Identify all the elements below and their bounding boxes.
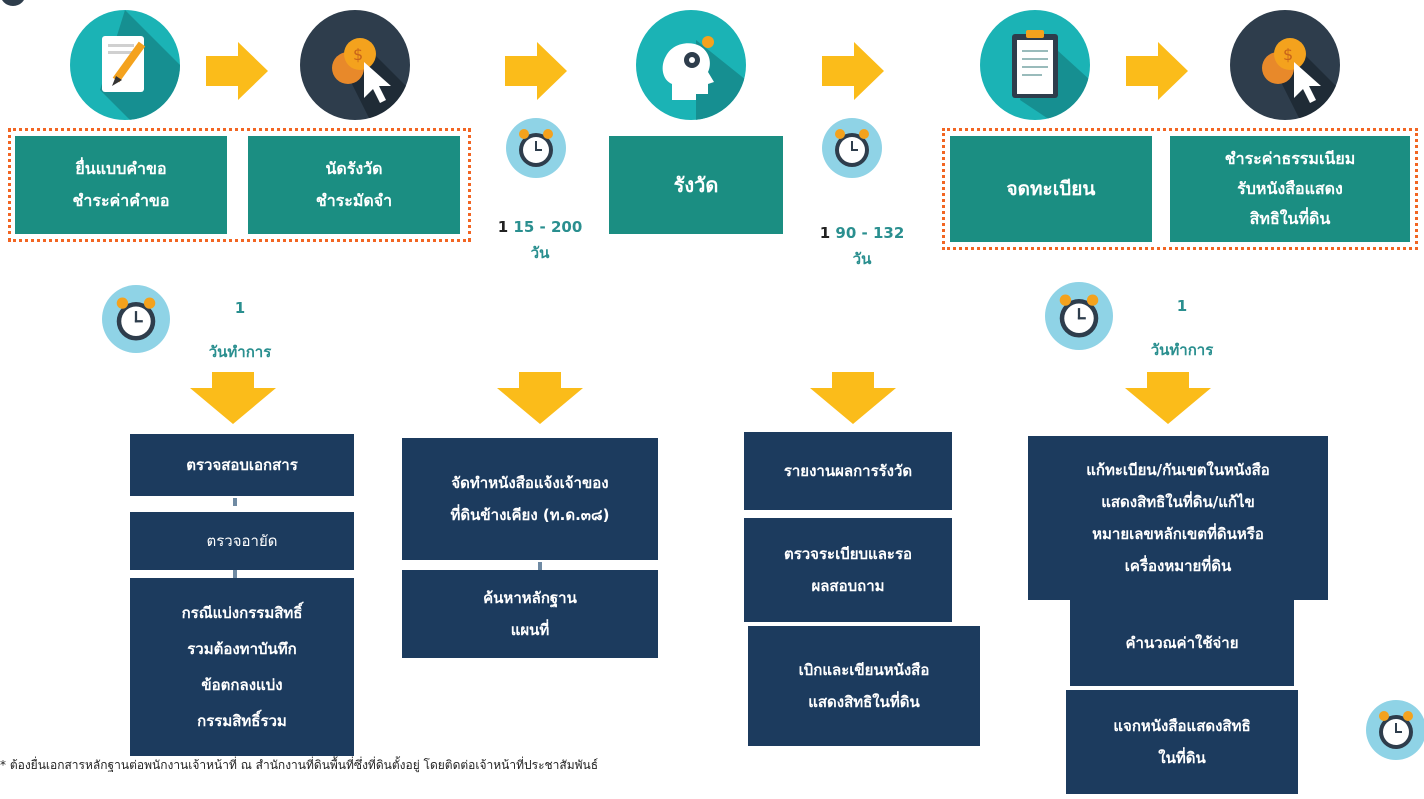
duration-unit: วันทำการ — [1150, 341, 1214, 359]
step-schedule-survey: นัดรังวัด ชำระมัดจำ — [248, 136, 460, 234]
duration-first-steps: 1 วันทำการ — [190, 286, 290, 374]
arrow-down — [190, 372, 276, 428]
duration-register-wait: 1 90 - 132 วัน — [812, 220, 912, 272]
duration-range: 15 - 200 — [513, 218, 583, 236]
step-register: จดทะเบียน — [950, 136, 1152, 242]
connector — [233, 570, 237, 578]
group-frame-left — [8, 128, 471, 242]
clipboard-icon — [980, 10, 1090, 120]
duration-unit: วันทำการ — [208, 343, 272, 361]
task-amend-registration: แก้ทะเบียน/กันเขตในหนังสือ แสดงสิทธิในที… — [1028, 436, 1328, 600]
duration-survey-wait: 1 15 - 200 วัน — [495, 214, 585, 266]
coins-cursor-icon: $ — [300, 10, 410, 120]
task-distribute-title: แจกหนังสือแสดงสิทธิ ในที่ดิน — [1066, 690, 1298, 794]
alarm-clock-icon — [506, 118, 566, 178]
arrow-down — [497, 372, 583, 428]
step-pay-fee: ชำระค่าธรรมเนียม รับหนังสือแสดง สิทธิในท… — [1170, 136, 1410, 242]
task-search-map-evidence: ค้นหาหลักฐาน แผนที่ — [402, 570, 658, 658]
connector — [233, 498, 237, 506]
task-check-regulations: ตรวจระเบียบและรอ ผลสอบถาม — [744, 518, 952, 622]
duration-range: 90 - 132 — [835, 224, 905, 242]
group-frame-right — [942, 128, 1418, 250]
connector — [538, 562, 542, 570]
alarm-clock-icon — [1045, 282, 1113, 350]
step-submit-request: ยื่นแบบคำขอ ชำระค่าคำขอ — [15, 136, 227, 234]
duration-number: 1 — [1176, 297, 1188, 315]
task-notify-neighbors: จัดทำหนังสือแจ้งเจ้าของ ที่ดินข้างเคียง … — [402, 438, 658, 560]
arrow-down — [1125, 372, 1211, 428]
arrow-right — [822, 42, 884, 104]
task-report-survey-result: รายงานผลการรังวัด — [744, 432, 952, 510]
arrow-down — [810, 372, 896, 428]
svg-text:$: $ — [1283, 45, 1293, 64]
task-calculate-cost: คำนวณค่าใช้จ่าย — [1070, 600, 1294, 686]
task-write-land-title: เบิกและเขียนหนังสือ แสดงสิทธิในที่ดิน — [748, 626, 980, 746]
arrow-right — [505, 42, 567, 104]
alarm-clock-icon — [822, 118, 882, 178]
corner-badge-fragment — [0, 0, 26, 6]
step-survey: รังวัด — [609, 136, 783, 234]
arrow-right — [206, 42, 268, 104]
alarm-clock-icon — [102, 285, 170, 353]
duration-final-steps: 1 วันทำการ — [1132, 284, 1232, 372]
coins-cursor-icon: $ — [1230, 10, 1340, 120]
task-check-seizure: ตรวจอายัด — [130, 512, 354, 570]
task-co-ownership-agreement: กรณีแบ่งกรรมสิทธิ์ รวมต้องทาบันทึก ข้อตก… — [130, 578, 354, 756]
svg-text:$: $ — [353, 45, 363, 64]
duration-number: 1 — [234, 299, 246, 317]
document-pen-icon — [70, 10, 180, 120]
duration-prefix: 1 — [819, 224, 831, 242]
task-check-documents: ตรวจสอบเอกสาร — [130, 434, 354, 496]
duration-unit: วัน — [530, 244, 550, 262]
alarm-clock-icon — [1366, 700, 1424, 760]
arrow-right — [1126, 42, 1188, 104]
head-gear-icon — [636, 10, 746, 120]
footnote: * ต้องยื่นเอกสารหลักฐานต่อพนักงานเจ้าหน้… — [0, 758, 599, 772]
duration-prefix: 1 — [497, 218, 509, 236]
duration-unit: วัน — [852, 250, 872, 268]
